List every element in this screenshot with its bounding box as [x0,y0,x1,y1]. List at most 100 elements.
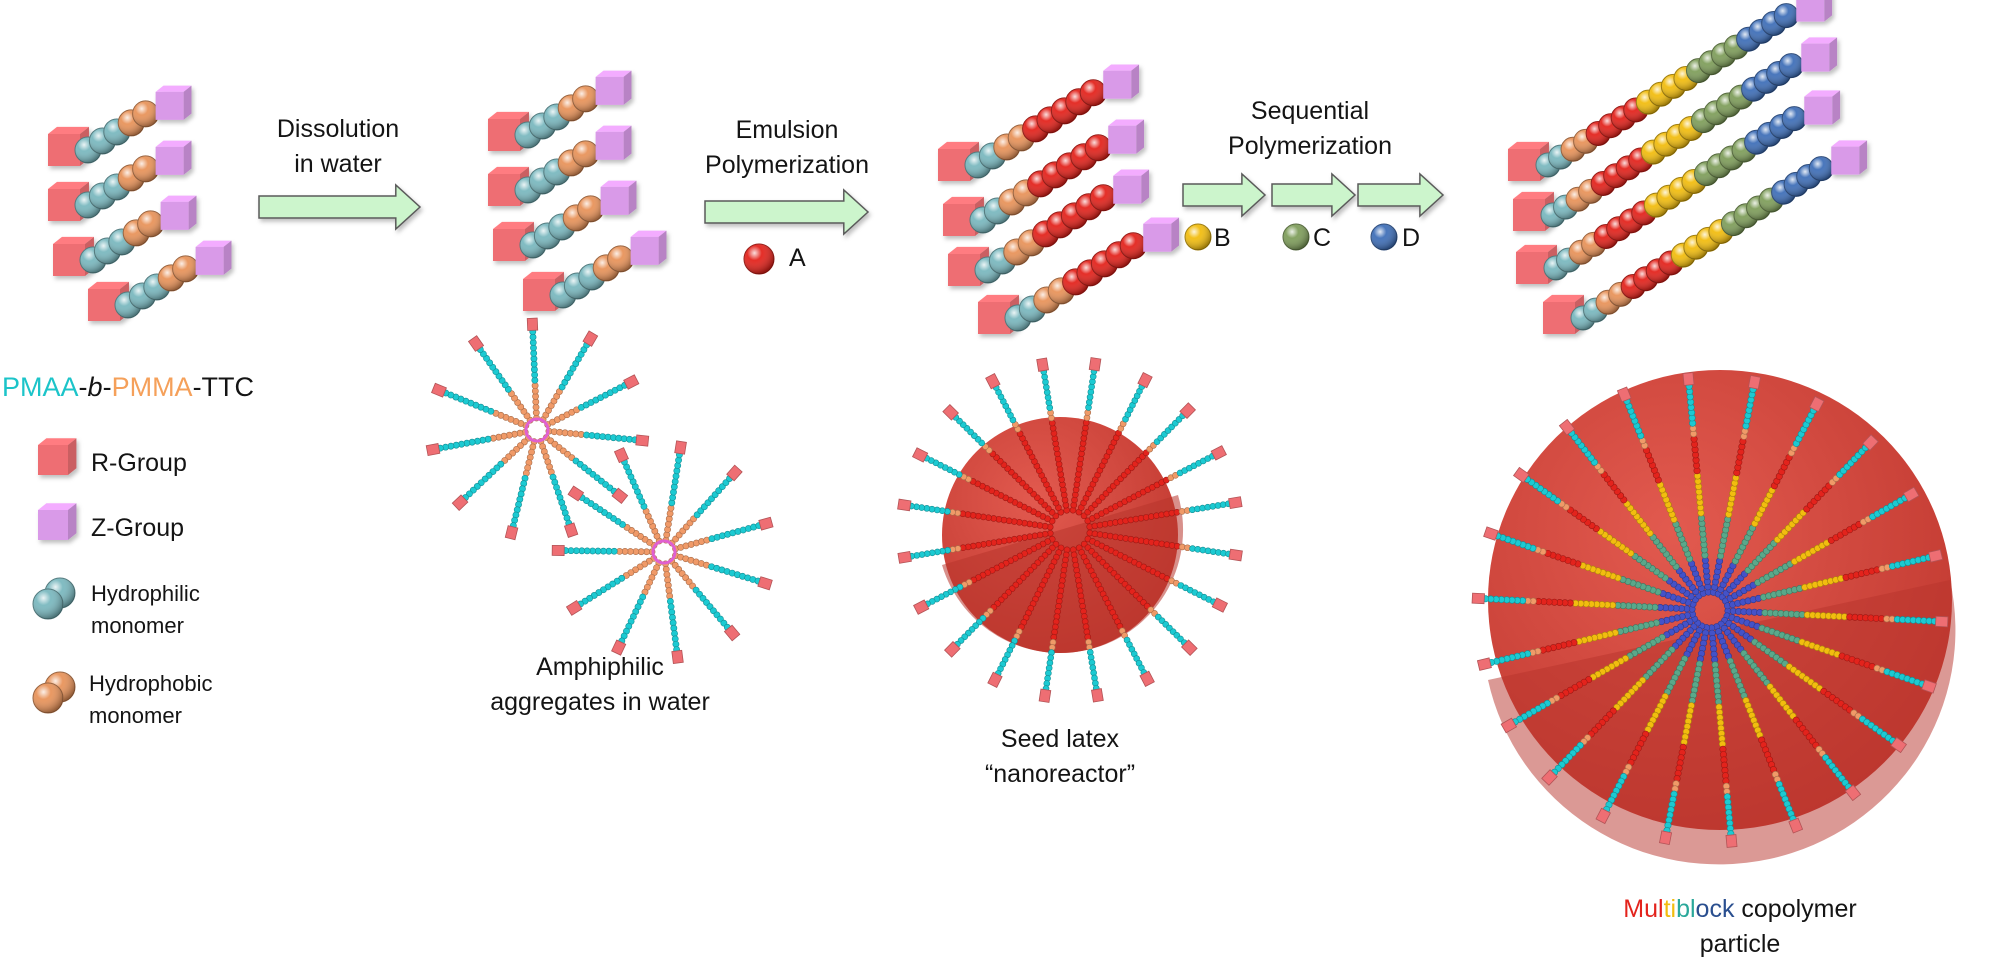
r-group-end [1210,445,1227,461]
grafted-chain [987,544,1065,689]
grafted-chain [542,434,629,505]
step-label-line: Polymerization [705,151,869,179]
legend-line: monomer [89,703,182,728]
polymer-chain [48,85,192,166]
z-group-cube [1108,119,1145,154]
grafted-chain [544,374,640,428]
monomer-sphere [1089,184,1117,212]
r-group-end [623,374,640,390]
grafted-chain [1476,610,1696,671]
grafted-chain [1722,486,1920,605]
r-group-end [897,498,912,512]
reaction-arrow-dissolution [258,183,422,231]
r-group-end [1747,374,1761,390]
grafted-chain [611,559,663,656]
r-group-end [757,576,773,591]
legend-label-r-group: R-Group [91,449,187,477]
r-group-end [425,443,441,457]
legend-label-hydrophobic: Hydrophobic monomer [89,668,213,732]
z-group-cube [1113,169,1150,204]
r-group-end [674,440,687,455]
step-label-dissolution: Dissolution in water [238,112,438,182]
legend-label-hydrophilic: Hydrophilic monomer [91,578,200,642]
monomer-sphere [1681,169,1707,195]
r-group-end [1139,670,1155,687]
r-group-end [1179,402,1197,420]
r-group-end [987,671,1003,689]
r-group-end [613,447,629,464]
r-group-end [943,640,961,658]
grafted-chain [1682,372,1712,596]
text-segment: - [102,372,112,402]
monomer-sphere [1084,134,1112,162]
step-label-line: Emulsion [735,116,839,144]
r-group-cube [1508,141,1549,181]
monomer-sphere [1778,53,1804,79]
grafted-chain [672,516,774,553]
grafted-chain [668,464,743,547]
r-group-end [635,434,650,447]
grafted-chain [1080,540,1198,657]
r-group-end [1476,657,1492,671]
step-label-line: Dissolution [276,115,400,143]
r-group-end [1180,639,1198,657]
r-group-end [1471,592,1485,605]
polymer-chain [1508,0,1833,181]
legend-line: Hydrophilic [91,581,200,606]
z-group-cube [595,70,632,105]
step-label-line: Polymerization [1228,132,1392,160]
grafted-chain [1512,466,1699,604]
r-group-cube [1543,294,1584,334]
legend-line: monomer [91,613,184,638]
z-group-cube [1103,64,1140,99]
grafted-chain [1721,616,1908,754]
monomer-sphere [137,210,165,238]
step-label-line: Sequential [1250,97,1370,125]
z-group-cube [595,125,632,160]
r-group-end [1500,717,1518,734]
r-group-end [726,464,743,482]
monomer-sphere [1781,106,1807,132]
r-group-end [1682,372,1695,386]
r-group-end [1541,769,1558,786]
r-group-end [1928,549,1944,563]
r-group-end [1137,371,1153,389]
grafted-chain [942,403,1060,520]
grafted-chain [913,535,1056,615]
grafted-chain [1084,535,1229,613]
r-group-end [671,649,684,664]
step-label-sequential: Sequential Polymerization [1190,94,1430,164]
grafted-chain [1659,624,1711,846]
grafted-chain [504,438,538,541]
grafted-chain [1086,496,1243,531]
text-segment: ock [1695,895,1735,923]
r-group-end [611,639,627,656]
monomer-sphere [1808,156,1834,182]
grafted-chain [662,560,684,664]
grafted-chain [897,529,1054,564]
r-group-end [1038,688,1052,703]
monomer-sphere [577,195,605,223]
r-group-end [1483,526,1499,541]
z-group-cube [160,195,197,230]
r-group-end [758,516,774,531]
r-group-end [431,382,447,398]
monomer-label-c: C [1313,224,1332,252]
legend-line: Hydrophobic [89,671,213,696]
r-group-end [563,522,579,538]
grafted-chain [431,382,530,429]
r-group-end [911,447,929,463]
r-group-end [985,373,1001,390]
text-segment: bl [1676,895,1696,923]
multiblock-copolymer-particle [1471,370,1956,865]
grafted-chain [1558,418,1703,600]
grafted-chain [1718,434,1879,601]
monomer-label-a: A [789,244,806,272]
monomer-sphere [132,155,160,183]
grafted-chain [1080,402,1197,520]
r-group-end [582,330,599,347]
monomer-sphere [1773,3,1799,29]
r-group-end [551,544,565,556]
text-segment: Mul [1623,895,1664,923]
z-group-cube [630,230,667,265]
